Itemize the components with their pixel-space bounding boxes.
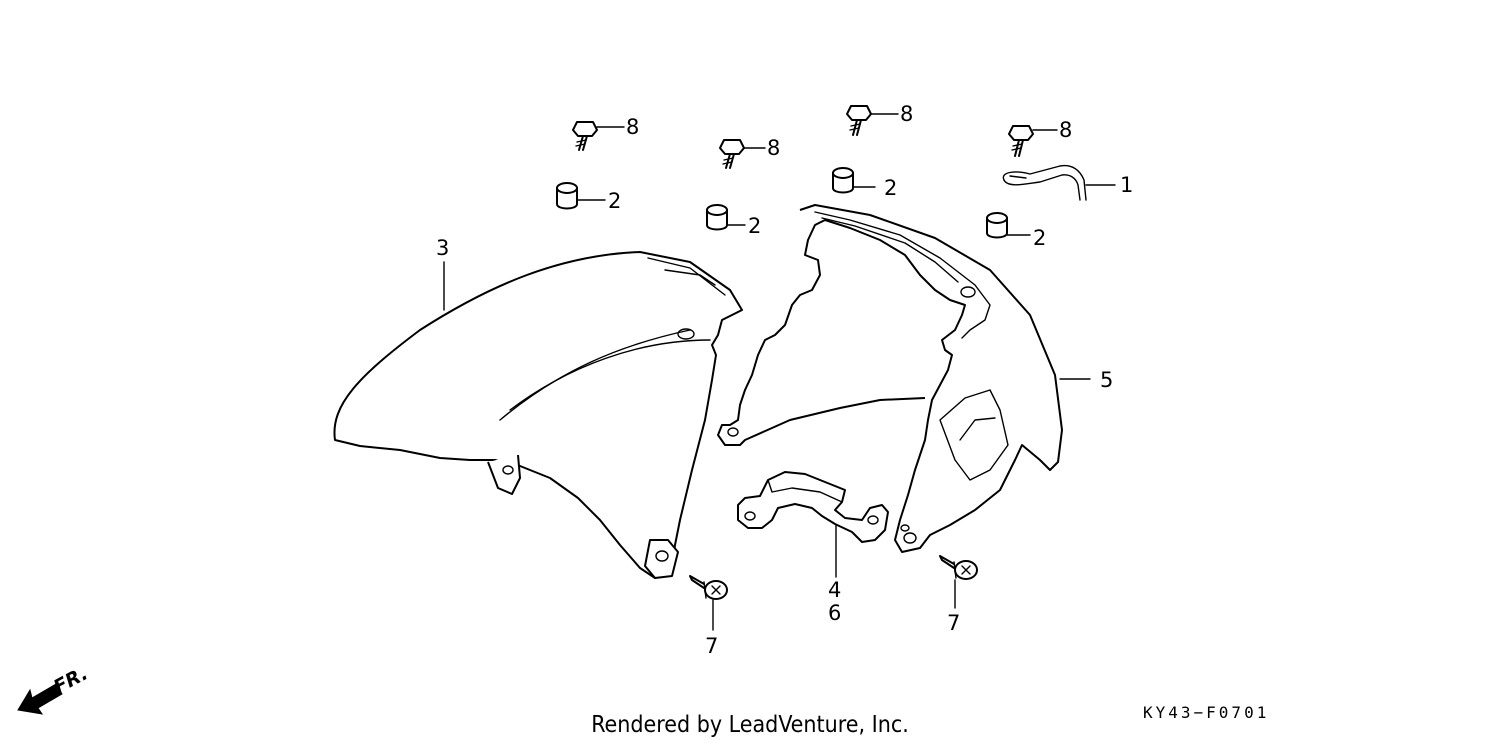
label-front-fender-b: 5 — [1100, 368, 1113, 392]
label-stay-alt: 6 — [828, 601, 841, 625]
collar-d[interactable] — [986, 212, 1008, 239]
bolt-c[interactable] — [846, 105, 872, 136]
label-collar-c: 2 — [884, 176, 897, 200]
leader-lines — [443, 113, 1116, 631]
bolt-d[interactable] — [1008, 125, 1034, 157]
label-screw-right: 7 — [947, 611, 960, 635]
credit-text: Rendered by LeadVenture, Inc. — [591, 712, 909, 738]
label-bolt-b: 8 — [767, 136, 780, 160]
front-arrow-icon: FR. — [17, 662, 91, 715]
fender-stay[interactable] — [737, 471, 889, 543]
label-clip: 1 — [1120, 173, 1133, 197]
label-collar-b: 2 — [748, 214, 761, 238]
label-bolt-c: 8 — [900, 102, 913, 126]
front-fender-b[interactable] — [717, 204, 1063, 553]
label-fender-stay: 4 — [828, 578, 841, 602]
collar-a[interactable] — [556, 182, 578, 210]
label-bolt-a: 8 — [626, 115, 639, 139]
screw-left[interactable] — [689, 575, 728, 600]
label-screw-left: 7 — [705, 634, 718, 658]
label-collar-d: 2 — [1033, 226, 1046, 250]
screw-right[interactable] — [939, 555, 978, 580]
front-fender-a[interactable] — [333, 251, 743, 579]
clip[interactable] — [1002, 164, 1087, 201]
bolt-b[interactable] — [719, 139, 745, 169]
label-bolt-d: 8 — [1059, 118, 1072, 142]
diagram-code: KY43−F0701 — [1143, 703, 1269, 722]
label-collar-a: 2 — [608, 189, 621, 213]
part-labels: 8 8 8 8 2 2 2 2 1 3 5 4 6 7 7 — [436, 102, 1133, 658]
collar-b[interactable] — [706, 204, 728, 231]
bolt-a[interactable] — [572, 121, 598, 151]
label-front-fender-a: 3 — [436, 236, 449, 260]
collar-c[interactable] — [832, 167, 854, 194]
